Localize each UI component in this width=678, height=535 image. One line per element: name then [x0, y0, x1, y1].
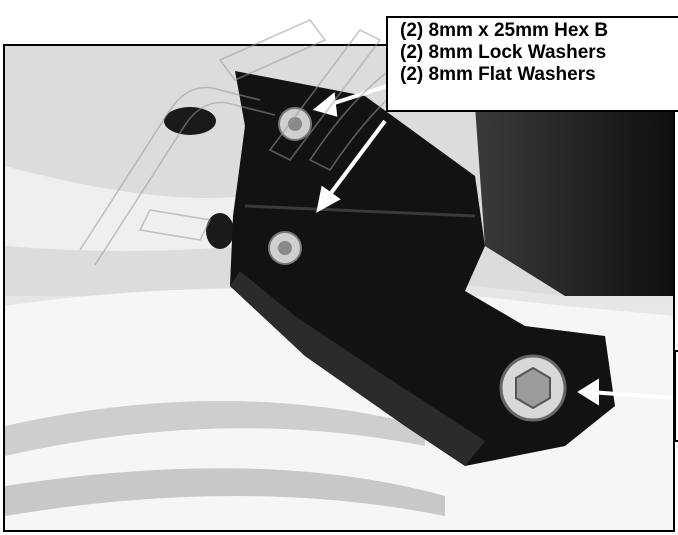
hardware-callout: (2) 8mm x 25mm Hex B (2) 8mm Lock Washer…: [386, 16, 678, 112]
callout-line-bolts: (2) 8mm x 25mm Hex B: [400, 20, 609, 41]
installation-photo: [3, 44, 675, 532]
right-callout-box: [674, 350, 678, 442]
hex-bolt-icon: [278, 107, 312, 141]
callout-line-lock-washers: (2) 8mm Lock Washers: [400, 42, 607, 63]
hex-bolt-icon: [499, 354, 567, 422]
hex-bolt-icon: [268, 231, 302, 265]
callout-line-flat-washers: (2) 8mm Flat Washers: [400, 64, 596, 85]
photo-illustration: [5, 46, 673, 530]
